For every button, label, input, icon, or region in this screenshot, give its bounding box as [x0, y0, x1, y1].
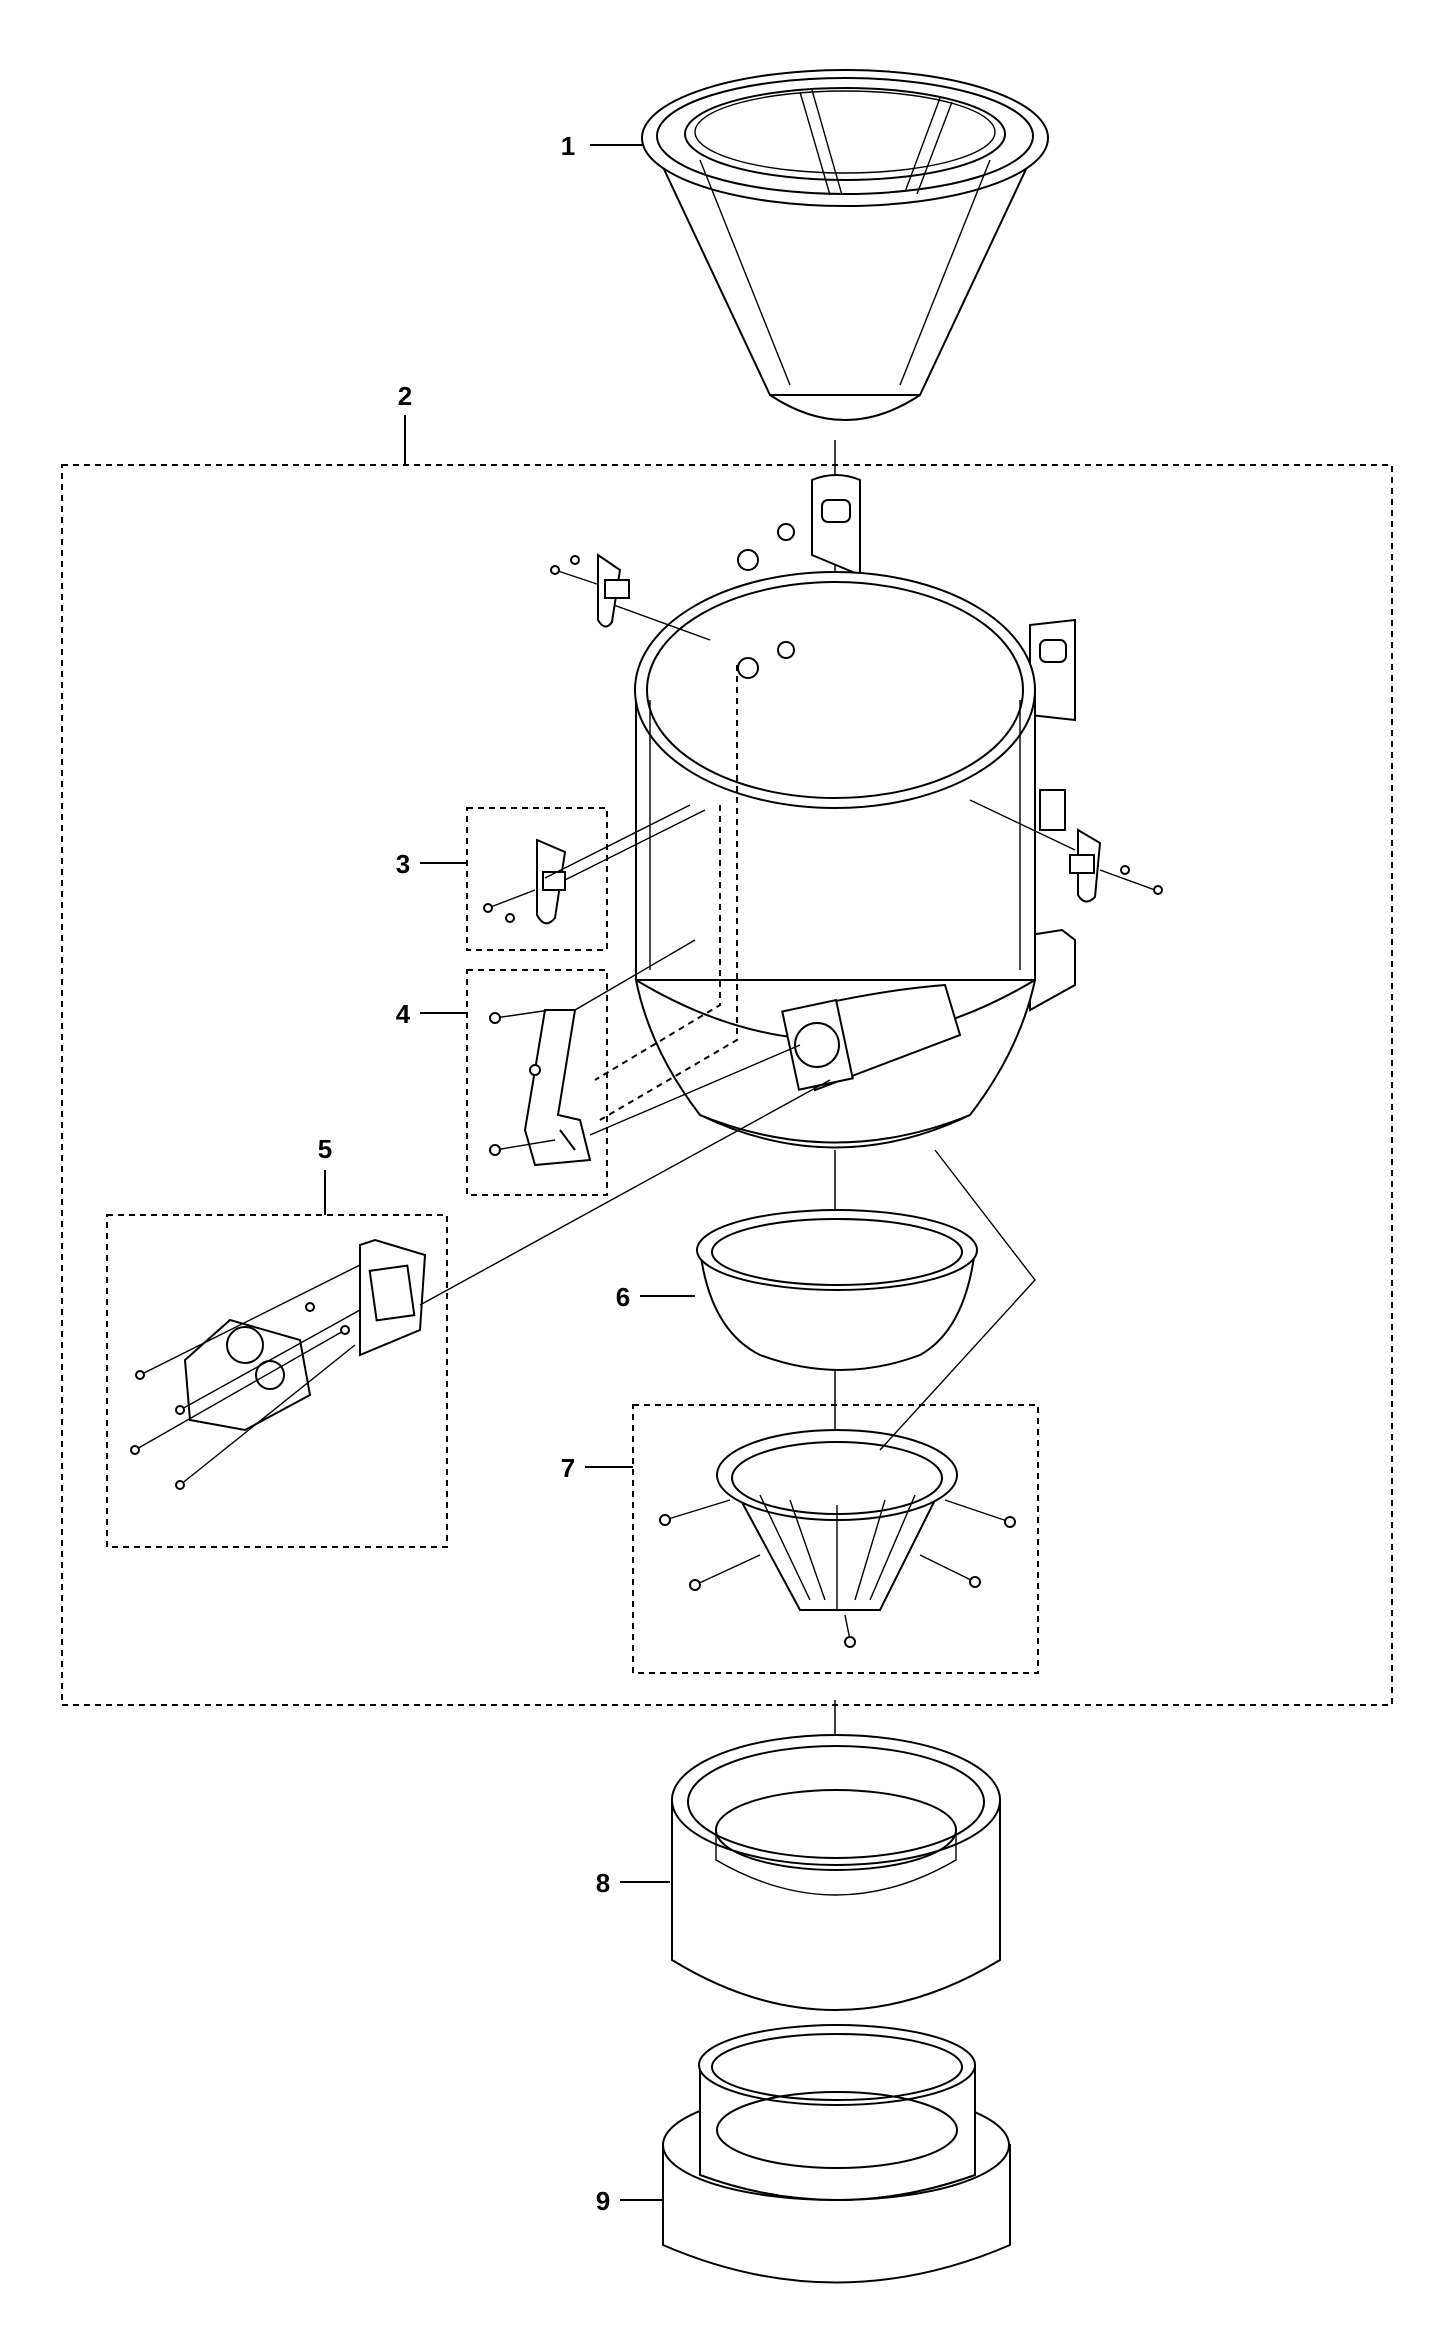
- callout-1: 1: [561, 131, 575, 161]
- top-left-latch: [550, 553, 711, 641]
- top-washers: [737, 523, 795, 679]
- part-6-funnel-ring: [696, 1209, 978, 1371]
- part-4-handle: [489, 665, 801, 1167]
- callout-6: 6: [616, 1282, 630, 1312]
- part-7-separator: [659, 1149, 1036, 1648]
- assembly-3-boundary: [466, 807, 608, 951]
- part-9-base-ring: [662, 2024, 1011, 2284]
- main-bin-body: [634, 474, 1076, 1149]
- assembly-5-boundary: [106, 1214, 448, 1548]
- callout-2: 2: [398, 381, 412, 411]
- inlet-port: [781, 983, 962, 1092]
- assembly-2-boundary: [61, 464, 1393, 1706]
- part-1-cone-filter: [641, 69, 1049, 421]
- callout-9: 9: [596, 2186, 610, 2216]
- callout-labels: 1 2 3 4 5 6 7 8 9: [318, 131, 630, 2216]
- callout-4: 4: [396, 999, 411, 1029]
- assembly-4-boundary: [466, 969, 608, 1196]
- right-latch: [969, 799, 1163, 903]
- callout-8: 8: [596, 1868, 610, 1898]
- leader-lines: [324, 144, 695, 2201]
- part-8-outer-ring: [671, 1734, 1001, 2011]
- part-5-inlet-adapter: [130, 1079, 831, 1490]
- assembly-7-boundary: [632, 1404, 1039, 1674]
- part-3-latch: [483, 804, 706, 925]
- callout-5: 5: [318, 1134, 332, 1164]
- callout-3: 3: [396, 849, 410, 879]
- callout-7: 7: [561, 1453, 575, 1483]
